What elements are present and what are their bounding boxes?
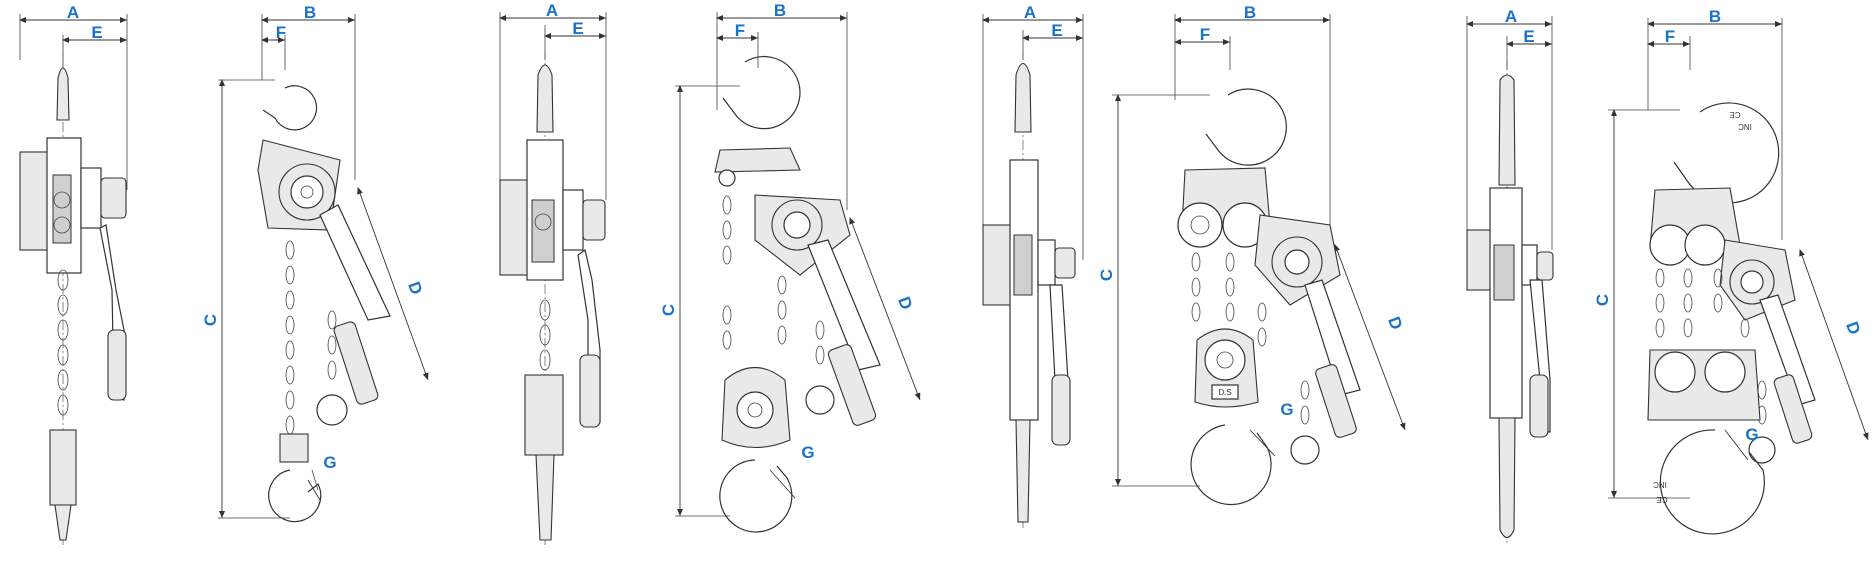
dim-label-g: G xyxy=(801,443,814,462)
load-chain-front xyxy=(285,240,295,435)
dim-label-e: E xyxy=(572,19,583,38)
dim-label-a: A xyxy=(67,3,79,22)
hook-stamp-ds: D.S xyxy=(1218,388,1231,397)
hook-stamp-inc: INC xyxy=(1738,122,1752,131)
dim-label-e: E xyxy=(1051,21,1062,40)
dim-label-f: F xyxy=(276,23,286,42)
dim-label-g: G xyxy=(1280,400,1293,419)
bottom-hook-side xyxy=(54,504,72,541)
dim-label-e: E xyxy=(1523,27,1534,46)
side-view-4: A E xyxy=(1466,7,1554,545)
hook-stamp-ce-lower: CE xyxy=(1656,495,1667,504)
dim-label-d: D xyxy=(1842,319,1864,337)
lever-front xyxy=(319,204,391,321)
front-view-2: B F C D G xyxy=(659,1,921,533)
hook-stamp-inc-lower: INC xyxy=(1653,480,1667,489)
side-view-3: A E xyxy=(982,3,1084,530)
dim-label-d: D xyxy=(894,294,916,312)
load-chain-side xyxy=(57,269,69,416)
dim-label-g: G xyxy=(323,453,336,472)
bottom-hook-front xyxy=(268,469,322,523)
dim-label-d: D xyxy=(404,279,426,297)
dim-label-b: B xyxy=(304,3,316,22)
dim-label-e: E xyxy=(91,23,102,42)
dim-label-c: C xyxy=(201,314,220,326)
hand-chain-front xyxy=(316,310,348,426)
top-hook-side xyxy=(56,67,70,121)
dim-label-b: B xyxy=(1244,3,1256,22)
dim-label-b: B xyxy=(774,1,786,20)
dim-label-f: F xyxy=(735,21,745,40)
top-hook-front xyxy=(262,85,318,131)
front-view-1: B F C D xyxy=(201,3,429,523)
side-view-2: A E xyxy=(499,1,607,545)
side-view-1: A E xyxy=(19,3,128,545)
dim-label-f: F xyxy=(1200,25,1210,44)
dim-label-c: C xyxy=(1593,294,1612,306)
dim-label-f: F xyxy=(1665,27,1675,46)
dim-label-c: C xyxy=(659,304,678,316)
dim-label-a: A xyxy=(1505,7,1517,26)
dim-label-g: G xyxy=(1745,425,1758,444)
dim-label-b: B xyxy=(1709,7,1721,26)
dim-label-d: D xyxy=(1384,314,1406,332)
dim-label-c: C xyxy=(1097,269,1116,281)
dim-label-a: A xyxy=(1024,3,1036,22)
hook-stamp-ce: CE xyxy=(1729,110,1740,119)
front-view-4: B F C D CE INC xyxy=(1593,7,1869,535)
dim-label-a: A xyxy=(546,1,558,20)
bottom-hook-large xyxy=(1659,429,1765,535)
front-view-3: B F C D xyxy=(1097,3,1406,506)
